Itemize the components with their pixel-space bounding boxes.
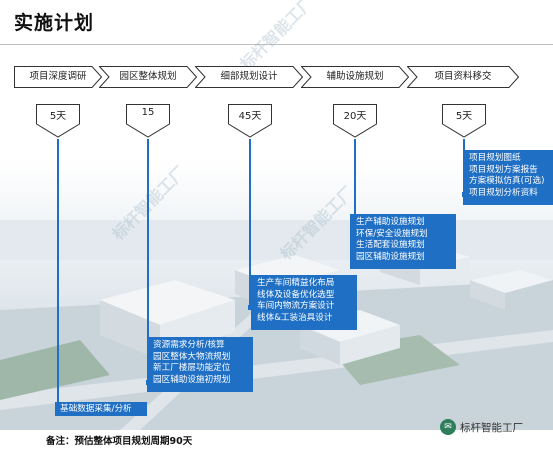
phase-label: 园区整体规划 — [119, 71, 177, 82]
timeline-connector — [249, 139, 251, 309]
task-item: 车间内物流方案设计 — [257, 301, 335, 312]
duration-badge: 5天 — [442, 104, 486, 138]
task-item: 方案模拟仿真(可选) — [469, 176, 545, 187]
task-item: 线体及设备优化选型 — [257, 289, 335, 300]
timeline-connector — [147, 139, 149, 384]
wechat-icon: ✉ — [440, 419, 456, 435]
task-item: 项目规划分析资料 — [469, 187, 538, 198]
task-item: 生活配套设施规划 — [356, 240, 425, 251]
duration-badge: 5天 — [36, 104, 80, 138]
task-item: 生产辅助设施规划 — [356, 217, 425, 227]
phase-label: 项目资料移交 — [434, 71, 492, 82]
phase-handover: 项目资料移交 — [407, 66, 519, 88]
phase-label: 辅助设施规划 — [326, 71, 384, 82]
task-item: 环保/安全设施规划 — [356, 228, 428, 239]
task-item: 园区辅助设施规划 — [356, 251, 425, 262]
duration-badge: 45天 — [228, 104, 272, 138]
duration-label: 45天 — [238, 111, 262, 122]
task-item: 园区整体大物流规划 — [153, 351, 231, 362]
task-item: 新工厂楼层功能定位 — [153, 363, 231, 374]
phase-research: 项目深度调研 — [14, 66, 102, 88]
task-box-park: 资源需求分析/核算 园区整体大物流规划 新工厂楼层功能定位 园区辅助设施初规划 — [147, 337, 253, 392]
task-item: 项目规划图纸 — [469, 153, 521, 163]
task-item: 生产车间精益化布局 — [257, 278, 335, 288]
brand-name: 标杆智能工厂 — [460, 421, 523, 434]
phase-label: 项目深度调研 — [29, 71, 87, 82]
duration-label: 5天 — [455, 111, 473, 122]
task-item: 资源需求分析/核算 — [153, 340, 225, 350]
task-item: 园区辅助设施初规划 — [153, 374, 231, 385]
phase-aux-facility: 辅助设施规划 — [301, 66, 409, 88]
title-divider — [0, 44, 553, 45]
task-box-detail: 生产车间精益化布局 线体及设备优化选型 车间内物流方案设计 线体&工装治具设计 — [251, 275, 357, 330]
footnote: 备注：预估整体项目规划周期90天 — [46, 436, 193, 447]
brand-mark: ✉ 标杆智能工厂 — [440, 416, 523, 438]
duration-badge: 20天 — [333, 104, 377, 138]
task-item: 项目规划方案报告 — [469, 164, 538, 175]
task-item: 线体&工装治具设计 — [257, 312, 333, 323]
task-box-research: 基础数据采集/分析 — [55, 402, 147, 416]
duration-label: 5天 — [49, 111, 67, 122]
task-box-handover: 项目规划图纸 项目规划方案报告 方案模拟仿真(可选) 项目规划分析资料 — [463, 150, 553, 205]
connector-joint — [248, 305, 253, 310]
timeline-connector — [57, 139, 59, 404]
timeline-connector — [354, 139, 356, 251]
page-title: 实施计划 — [14, 12, 95, 34]
watermark: 标杆智能工厂 — [236, 0, 318, 74]
phase-detail-design: 细部规划设计 — [195, 66, 303, 88]
task-item: 基础数据采集/分析 — [60, 404, 132, 414]
phase-label: 细部规划设计 — [220, 71, 278, 82]
duration-label: 15 — [141, 107, 155, 118]
phase-park-planning: 园区整体规划 — [99, 66, 197, 88]
duration-label: 20天 — [343, 111, 367, 122]
task-box-aux: 生产辅助设施规划 环保/安全设施规划 生活配套设施规划 园区辅助设施规划 — [350, 214, 456, 269]
duration-badge: 15 — [126, 104, 170, 138]
